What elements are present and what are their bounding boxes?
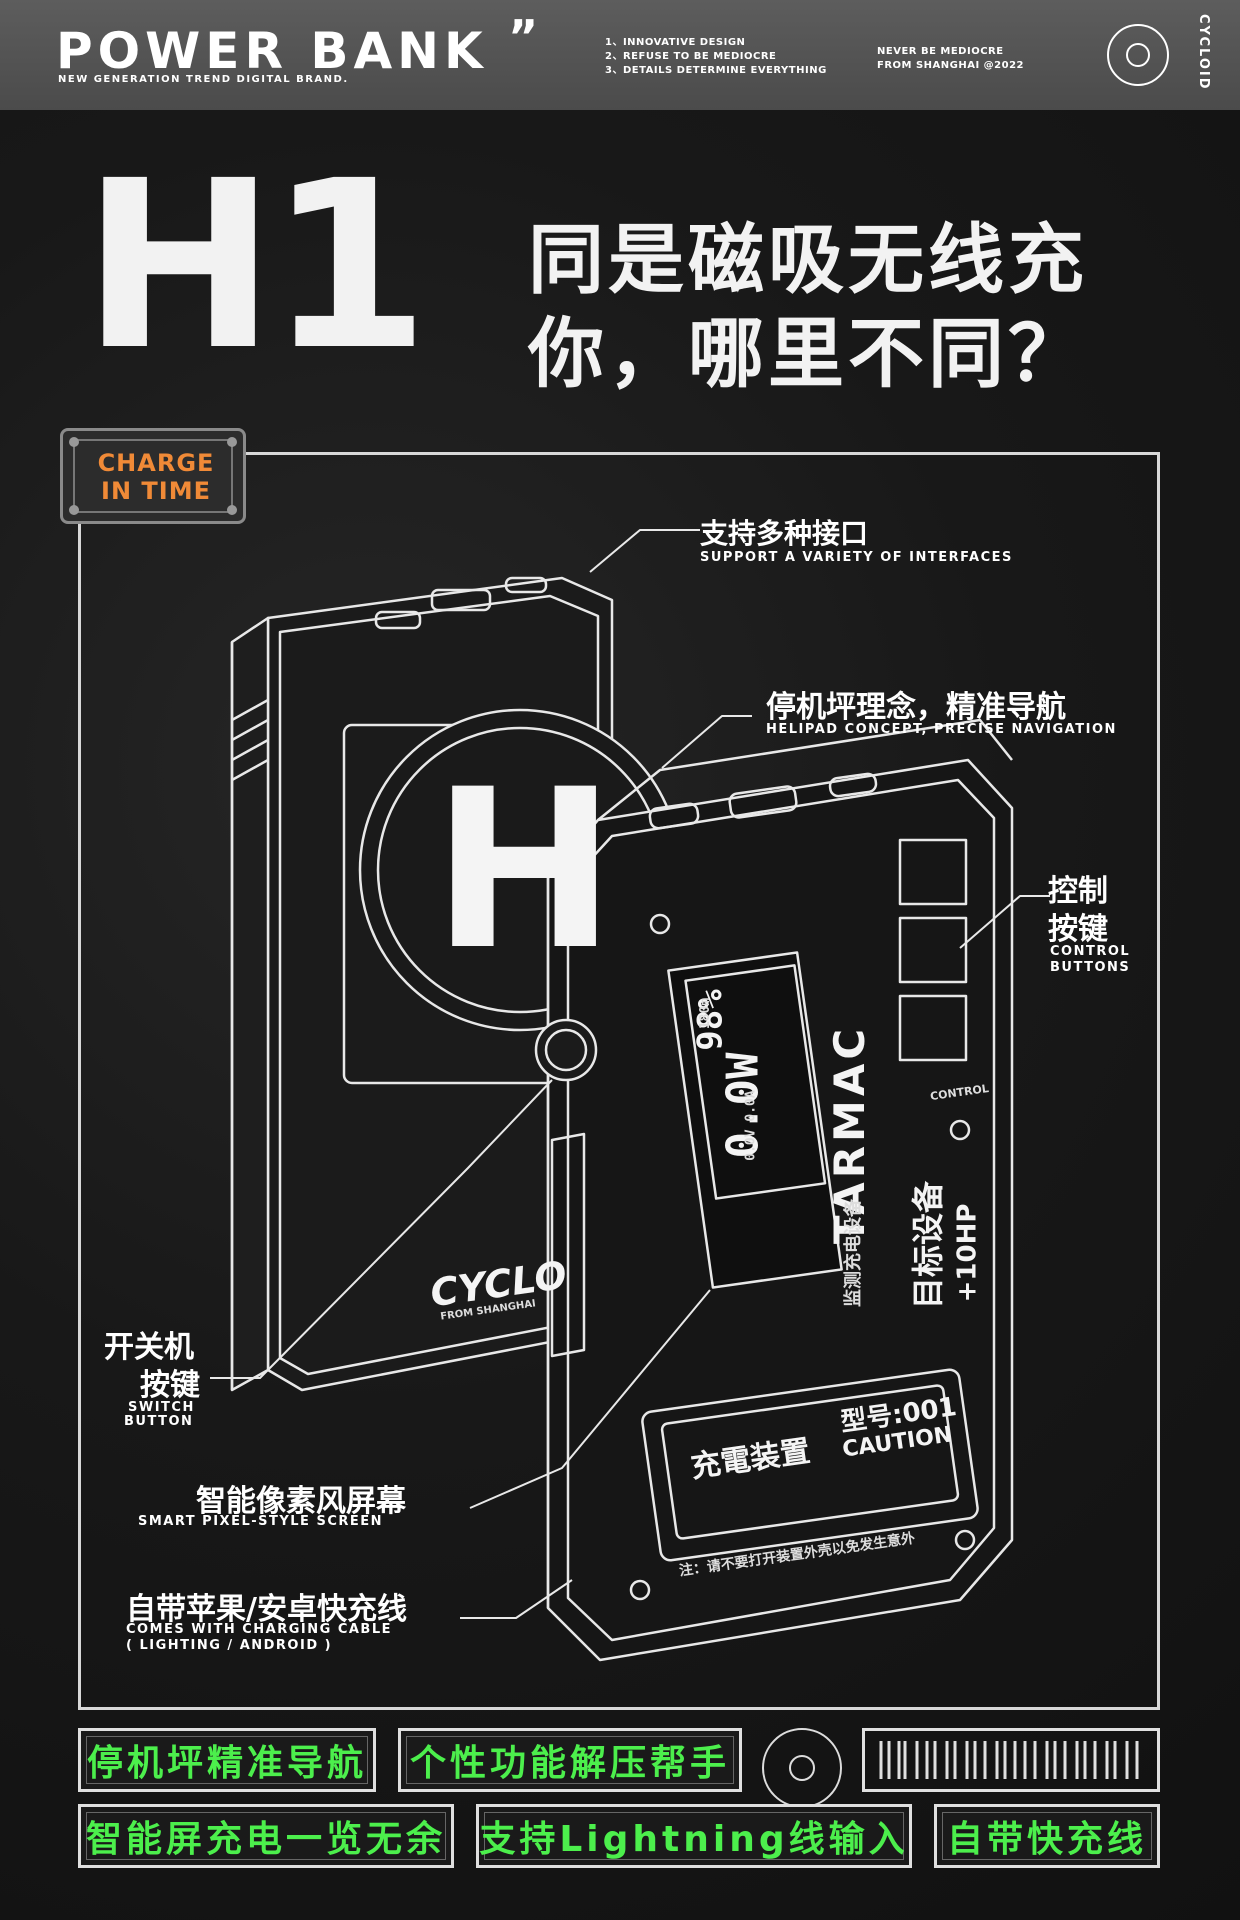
tag-label: 智能屏充电一览无余 <box>85 1819 446 1860</box>
bullet-3: 3、DETAILS DETERMINE EVERYTHING <box>605 65 827 76</box>
callout-interfaces-en: SUPPORT A VARIETY OF INTERFACES <box>700 550 1013 565</box>
product-frame <box>78 452 1160 1710</box>
callout-cable-en-1: COMES WITH CHARGING CABLE <box>126 1622 392 1637</box>
tag-label: 支持Lightning线输入 <box>479 1819 909 1860</box>
callout-cable-en-2: ( LIGHTING / ANDROID ) <box>126 1638 333 1653</box>
motto: NEVER BE MEDIOCRE FROM SHANGHAI @2022 <box>877 45 1024 73</box>
charge-in-time-badge: CHARGE IN TIME <box>60 428 246 524</box>
screw-icon <box>227 505 237 515</box>
motto-line-1: NEVER BE MEDIOCRE <box>877 46 1004 57</box>
device-hp-text: +10HP <box>952 1203 983 1303</box>
callout-switch-en-1: SWITCH <box>128 1400 195 1415</box>
screen-voltage: 0.0V 0.0A <box>743 1090 759 1161</box>
quote-mark: ” <box>508 10 539 64</box>
callout-switch-cn-1: 开关机 <box>104 1330 194 1365</box>
tag-label: 个性功能解压帮手 <box>409 1743 730 1784</box>
device-logo-letter: H <box>432 742 617 998</box>
callout-control-cn-1: 控制 <box>1048 874 1108 909</box>
tag-lightning-input: 支持Lightning线输入 <box>476 1804 912 1868</box>
motto-line-2: FROM SHANGHAI @2022 <box>877 60 1024 71</box>
front-device <box>534 718 1014 1662</box>
callout-screen-cn: 智能像素风屏幕 <box>196 1484 406 1519</box>
tag-label: 停机坪精准导航 <box>86 1743 367 1784</box>
callout-control-en-1: CONTROL <box>1050 944 1131 959</box>
bullet-2: 2、REFUSE TO BE MEDIOCRE <box>605 51 777 62</box>
brand-title: POWER BANK <box>56 22 488 80</box>
feature-bullets: 1、INNOVATIVE DESIGN 2、REFUSE TO BE MEDIO… <box>605 36 827 78</box>
callout-control-cn-2: 按键 <box>1048 912 1108 947</box>
callout-helipad-en: HELIPAD CONCEPT, PRECISE NAVIGATION <box>766 722 1117 737</box>
badge-line-1: CHARGE <box>97 449 215 477</box>
badge-line-2: IN TIME <box>101 477 211 505</box>
callout-switch-cn-2: 按键 <box>140 1368 200 1403</box>
callout-control-en-2: BUTTONS <box>1050 960 1131 975</box>
screen-hour: 180m <box>698 997 714 1030</box>
tag-label: 自带快充线 <box>946 1819 1147 1860</box>
model-title: H1 <box>82 131 430 401</box>
brand-seal-icon <box>1107 24 1169 86</box>
callout-interfaces-cn: 支持多种接口 <box>700 517 869 550</box>
barcode-icon <box>862 1728 1160 1792</box>
tag-fast-cable: 自带快充线 <box>934 1804 1160 1868</box>
device-target-text: 目标设备 <box>909 1180 948 1310</box>
tag-helipad: 停机坪精准导航 <box>78 1728 376 1792</box>
device-monitor-text: 监测充电设备 <box>843 1199 864 1307</box>
headline-line-2: 你，哪里不同？ <box>528 309 1088 398</box>
callout-switch-en-2: BUTTON <box>124 1414 194 1429</box>
bullet-1: 1、INNOVATIVE DESIGN <box>605 37 746 48</box>
side-brand: CYCLOID <box>1196 14 1211 91</box>
callout-screen-en: SMART PIXEL-STYLE SCREEN <box>138 1514 384 1529</box>
screw-icon <box>69 505 79 515</box>
headline-line-1: 同是磁吸无线充 <box>528 215 1088 304</box>
screw-icon <box>227 437 237 447</box>
screw-icon <box>69 437 79 447</box>
tag-smart-screen: 智能屏充电一览无余 <box>78 1804 454 1868</box>
header-bar: POWER BANK ” NEW GENERATION TREND DIGITA… <box>0 0 1240 110</box>
leader-lines <box>210 529 1050 1619</box>
callout-cable-cn: 自带苹果/安卓快充线 <box>126 1592 407 1627</box>
brand-subtitle: NEW GENERATION TREND DIGITAL BRAND. <box>58 74 349 85</box>
callout-helipad-cn: 停机坪理念，精准导航 <box>766 690 1066 725</box>
tag-stress-relief: 个性功能解压帮手 <box>398 1728 742 1792</box>
globe-seal-icon <box>762 1728 842 1808</box>
